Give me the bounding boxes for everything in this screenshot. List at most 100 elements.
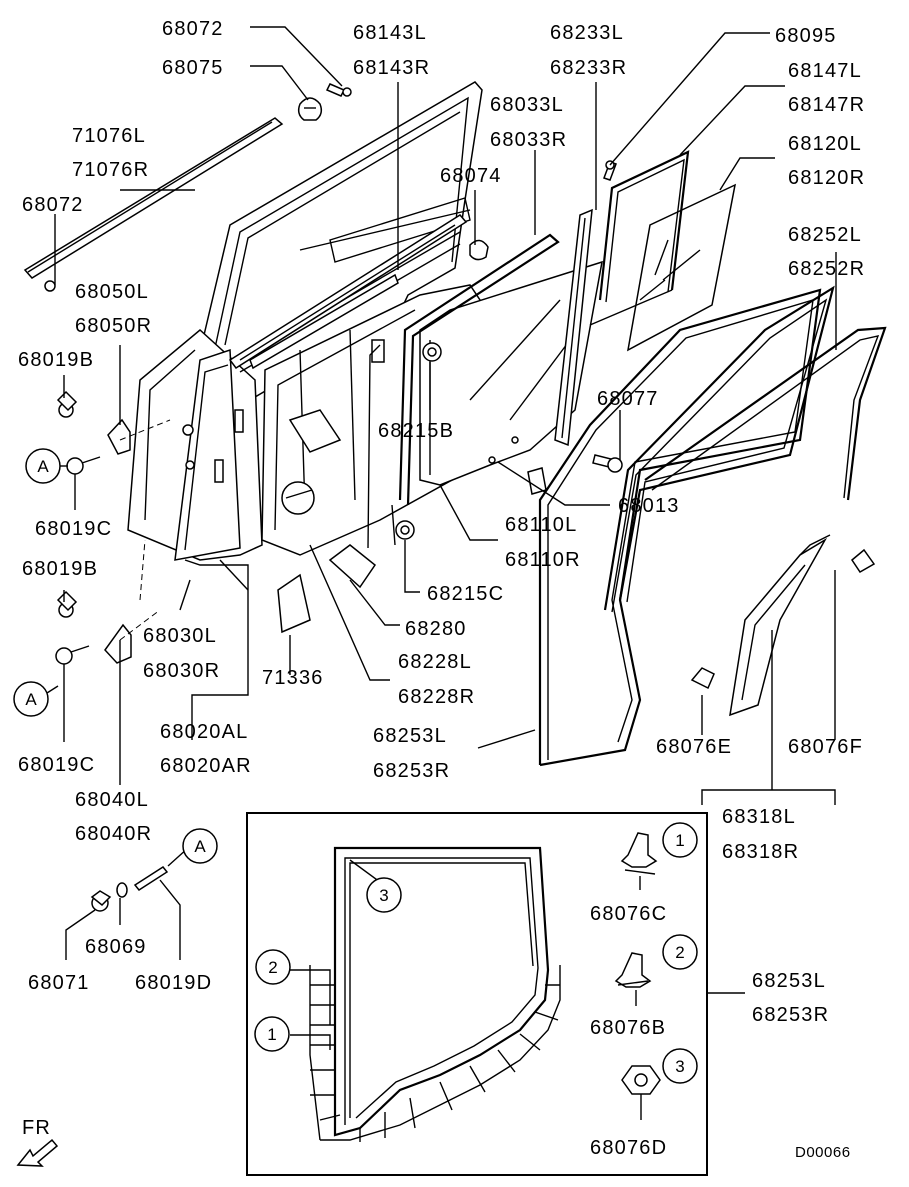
label-68020AR: 68020AR <box>160 755 252 777</box>
drawing-code: D00066 <box>795 1144 851 1161</box>
label-68228L: 68228L <box>398 651 472 673</box>
label-68147L: 68147L <box>788 60 862 82</box>
label-68050R: 68050R <box>75 315 152 337</box>
label-68215B: 68215B <box>378 420 454 442</box>
svg-text:3: 3 <box>675 1057 684 1076</box>
label-68071: 68071 <box>28 972 90 994</box>
svg-text:2: 2 <box>268 958 277 977</box>
label-68077: 68077 <box>597 388 659 410</box>
bushing-68215B <box>422 342 442 362</box>
label-68030R: 68030R <box>143 660 220 682</box>
label-71076L: 71076L <box>72 125 146 147</box>
label-68072-top: 68072 <box>162 18 224 40</box>
label-68253R-inset: 68253R <box>752 1004 829 1026</box>
front-direction-arrow-icon <box>16 1138 59 1167</box>
label-68318R: 68318R <box>722 841 799 863</box>
callout-a-lower: A <box>13 681 59 717</box>
label-68120R: 68120R <box>788 167 865 189</box>
svg-text:1: 1 <box>267 1025 276 1044</box>
quarter-glass-weatherstrip <box>589 150 690 326</box>
label-68076F: 68076F <box>788 736 863 758</box>
clip-68013 <box>527 467 547 495</box>
label-68280: 68280 <box>405 618 467 640</box>
svg-text:3: 3 <box>379 886 388 905</box>
service-hole-cover <box>277 573 311 634</box>
label-68033L: 68033L <box>490 94 564 116</box>
label-68050L: 68050L <box>75 281 149 303</box>
svg-text:A: A <box>37 457 49 476</box>
label-68147R: 68147R <box>788 94 865 116</box>
callout-a-bottom: A <box>182 828 218 864</box>
door-glass <box>419 260 603 486</box>
label-68074: 68074 <box>440 165 502 187</box>
label-71076R: 71076R <box>72 159 149 181</box>
label-68233L: 68233L <box>550 22 624 44</box>
label-68076D: 68076D <box>590 1137 667 1159</box>
upper-hinge <box>56 390 131 475</box>
callout-a-upper: A <box>25 448 68 484</box>
label-fr: FR <box>22 1117 51 1139</box>
rear-garnish <box>729 534 831 717</box>
hinge-fasteners-68071-68069-68019D <box>90 866 169 912</box>
label-68076B: 68076B <box>590 1017 666 1039</box>
label-68252R: 68252R <box>788 258 865 280</box>
leader-lines <box>54 26 837 960</box>
label-68233R: 68233R <box>550 57 627 79</box>
label-71336: 71336 <box>262 667 324 689</box>
label-68143R: 68143R <box>353 57 430 79</box>
callout-3-inset-seal: 3 <box>366 877 402 913</box>
outer-belt-moulding <box>23 117 284 292</box>
inset-detail-box <box>246 812 745 1176</box>
window-regulator <box>228 214 468 370</box>
label-68318L: 68318L <box>722 806 796 828</box>
screw-68077 <box>592 454 623 473</box>
clip-68075 <box>297 97 323 121</box>
division-bar <box>554 208 593 447</box>
label-68019C-bottom: 68019C <box>18 754 95 776</box>
clip-68076E <box>690 667 715 690</box>
bushing-68215C <box>395 520 415 540</box>
callout-1-inset-seal: 1 <box>254 1016 290 1052</box>
clip-68074 <box>469 239 489 261</box>
label-68143L: 68143L <box>353 22 427 44</box>
door-frame <box>127 81 483 561</box>
callout-3-clip: 3 <box>662 1048 698 1084</box>
label-68076E: 68076E <box>656 736 732 758</box>
svg-text:1: 1 <box>675 831 684 850</box>
label-68253R-main: 68253R <box>373 760 450 782</box>
label-68019D: 68019D <box>135 972 212 994</box>
label-68030L: 68030L <box>143 625 217 647</box>
label-68095: 68095 <box>775 25 837 47</box>
callout-1-clip: 1 <box>662 822 698 858</box>
label-68215C: 68215C <box>427 583 504 605</box>
label-68110L: 68110L <box>505 514 577 536</box>
label-68252L: 68252L <box>788 224 862 246</box>
quarter-glass <box>626 183 737 352</box>
label-68076C: 68076C <box>590 903 667 925</box>
label-68040R: 68040R <box>75 823 152 845</box>
label-68019B-top: 68019B <box>18 349 94 371</box>
clip-68076F <box>851 548 876 573</box>
lower-hinge <box>55 590 132 665</box>
glass-run-channel <box>367 233 560 549</box>
label-68033R: 68033R <box>490 129 567 151</box>
svg-text:A: A <box>25 690 37 709</box>
label-68253L-inset: 68253L <box>752 970 826 992</box>
svg-text:A: A <box>194 837 206 856</box>
label-68110R: 68110R <box>505 549 581 571</box>
label-68120L: 68120L <box>788 133 862 155</box>
label-68069: 68069 <box>85 936 147 958</box>
label-68072-left: 68072 <box>22 194 84 216</box>
label-68253L-main: 68253L <box>373 725 447 747</box>
svg-text:2: 2 <box>675 943 684 962</box>
door-opening-weatherstrip-68253 <box>538 288 822 767</box>
label-68019C-top: 68019C <box>35 518 112 540</box>
hole-seal-68280 <box>328 544 377 589</box>
callout-2-inset-seal: 2 <box>255 949 291 985</box>
label-68040L: 68040L <box>75 789 149 811</box>
label-68228R: 68228R <box>398 686 475 708</box>
screw-68095 <box>603 160 617 181</box>
callout-2-clip: 2 <box>662 934 698 970</box>
door-weatherstrip-68252 <box>603 285 887 613</box>
